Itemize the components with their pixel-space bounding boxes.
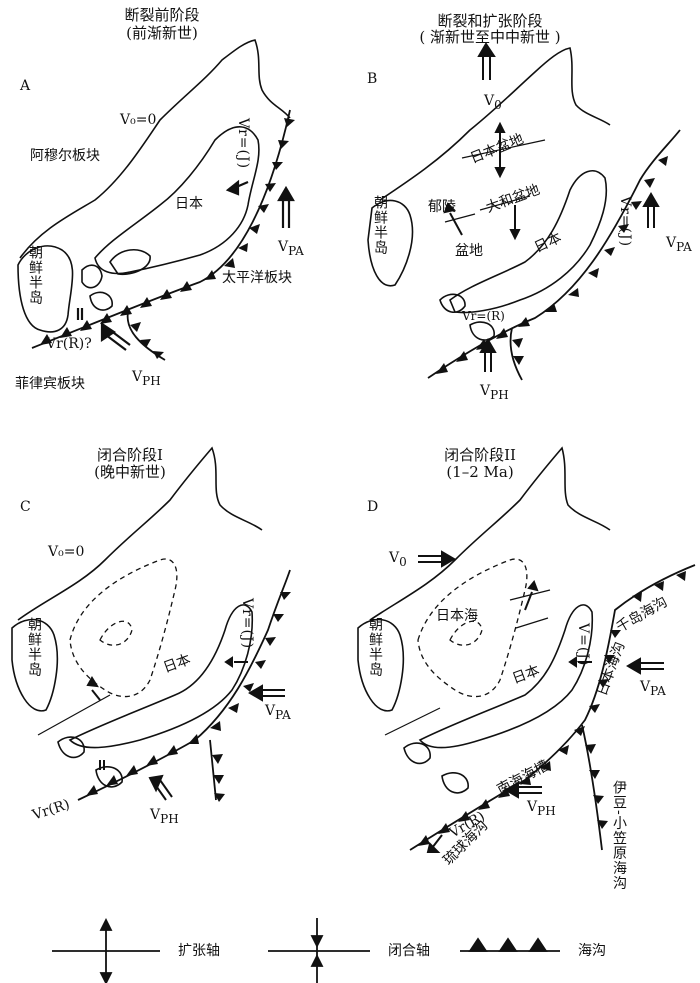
panel-a-vrr: Vr(R)? xyxy=(46,336,92,352)
panel-b-trench xyxy=(427,129,681,381)
panel-a-letter: A xyxy=(20,78,31,94)
panel-d-sea-dashed xyxy=(417,558,528,698)
panel-c-japan xyxy=(68,604,254,749)
panel-d-map xyxy=(357,446,611,794)
panel-b-v0: V0 xyxy=(484,93,502,112)
panel-b-subtitle: ( 渐新世至中中新世 ) xyxy=(419,28,561,46)
panel-c-asia-coast xyxy=(17,446,263,621)
panel-c-trench xyxy=(77,569,291,802)
panel-b-map xyxy=(367,47,611,341)
panel-b-japan xyxy=(449,170,608,314)
panel-d-korea xyxy=(357,618,405,712)
panel-a-v0: V₀=0 xyxy=(120,112,157,128)
panel-c-vrj: Vr=(J) xyxy=(239,598,255,650)
panel-b-letter: B xyxy=(367,71,378,87)
panel-d-asia-coast xyxy=(369,446,611,621)
panel-b-basin-axis-3 xyxy=(479,195,531,211)
legend-spreading-axis-label: 扩张轴 xyxy=(178,943,220,959)
panel-b-island-1 xyxy=(439,293,466,313)
panel-c-sea-dashed xyxy=(69,558,178,698)
panel-a-vpa: VPA xyxy=(278,239,304,258)
panel-a-map xyxy=(17,39,291,333)
panel-d-sea-label: 日本海 xyxy=(436,608,478,624)
panel-b-basin-axis-2 xyxy=(444,213,476,223)
panel-a-arrows xyxy=(76,179,295,351)
panel-b-korea xyxy=(367,199,414,287)
panel-d-letter: D xyxy=(367,499,379,515)
panel-b-basin-ulleung-2: 盆地 xyxy=(455,243,483,259)
panel-d-trench xyxy=(409,564,696,851)
panel-a-korea-label: 朝鲜半岛 xyxy=(27,245,43,305)
panel-d-island-1 xyxy=(403,742,431,765)
panel-a-island-2 xyxy=(81,264,103,289)
panel-c-map xyxy=(11,446,263,788)
panel-c-korea-label: 朝鲜半岛 xyxy=(26,617,42,677)
panel-d-izu-trench: 伊豆-小笠原海沟 xyxy=(611,780,627,891)
panel-d-v0: V0 xyxy=(389,550,407,569)
panel-b-vph: VPH xyxy=(480,383,509,402)
panel-c-closing-axis xyxy=(37,694,111,736)
panel-b-arrows xyxy=(443,42,660,372)
panel-b-island-2 xyxy=(469,321,495,341)
panel-d-title: 闭合阶段II xyxy=(444,446,516,464)
panel-c-island-1 xyxy=(57,736,85,759)
legend-graphics xyxy=(52,917,560,983)
panel-d-japan xyxy=(418,604,594,749)
panel-d-vpa: VPA xyxy=(640,679,666,698)
panel-a-japan-label: 日本 xyxy=(175,196,203,212)
panel-a-philippine-plate: 菲律宾板块 xyxy=(15,376,85,392)
panel-a-island-1 xyxy=(109,249,151,276)
legend-trench-label: 海沟 xyxy=(578,943,606,959)
panel-a-vph: VPH xyxy=(132,369,161,388)
panel-a-subtitle: (前渐新世) xyxy=(126,24,198,42)
panel-a-korea xyxy=(17,245,74,333)
panel-d-island-2 xyxy=(441,772,469,794)
panel-b-korea-label: 朝鲜半岛 xyxy=(372,195,388,255)
panel-b-asia-coast xyxy=(379,47,611,201)
panel-c-arrows xyxy=(86,656,285,801)
panel-a-title: 断裂前阶段 xyxy=(124,6,200,24)
panel-d-vrj: V=(J) xyxy=(575,623,591,667)
panel-c-v0: V₀=0 xyxy=(48,544,85,560)
panel-c-sea-dashed-2 xyxy=(99,620,133,646)
panel-d-arrows xyxy=(418,550,664,853)
panel-c-title: 闭合阶段I xyxy=(97,446,163,464)
panel-b-vpa: VPA xyxy=(666,235,692,254)
panel-b-basin-axis-1 xyxy=(461,139,546,159)
panel-c-letter: C xyxy=(20,499,31,515)
panel-a-vrj: Vr=(J) xyxy=(235,118,251,170)
legend-closing-axis-label: 闭合轴 xyxy=(388,943,430,959)
panel-c-vph: VPH xyxy=(150,807,179,826)
panel-a-trench xyxy=(31,109,295,361)
panel-d-closing-axis-3 xyxy=(515,617,549,629)
panel-d-sea-dashed-2 xyxy=(449,620,483,646)
panel-a-island-3 xyxy=(89,291,113,311)
panel-a-pacific-plate: 太平洋板块 xyxy=(222,270,292,286)
panel-b-vrr: Vr=(R) xyxy=(462,309,505,323)
panel-d-closing-axis-1 xyxy=(384,707,441,736)
panel-b-title: 断裂和扩张阶段 xyxy=(437,12,543,30)
panel-b-vrj: Vr=(J) xyxy=(617,196,633,248)
panel-c-subtitle: (晚中新世) xyxy=(94,463,166,481)
panel-c-vpa: VPA xyxy=(265,703,291,722)
panel-d-subtitle: (1–2 Ma) xyxy=(446,463,514,481)
panel-a-asia-coast xyxy=(19,39,291,259)
panel-a-amur-plate: 阿穆尔板块 xyxy=(30,148,100,164)
panel-c-island-2 xyxy=(95,766,123,788)
panel-b-basin-ulleung: 郁陵 xyxy=(428,199,456,215)
panel-d-vph: VPH xyxy=(527,799,556,818)
panel-c-korea xyxy=(11,618,59,712)
panel-d-korea-label: 朝鲜半岛 xyxy=(367,617,383,677)
